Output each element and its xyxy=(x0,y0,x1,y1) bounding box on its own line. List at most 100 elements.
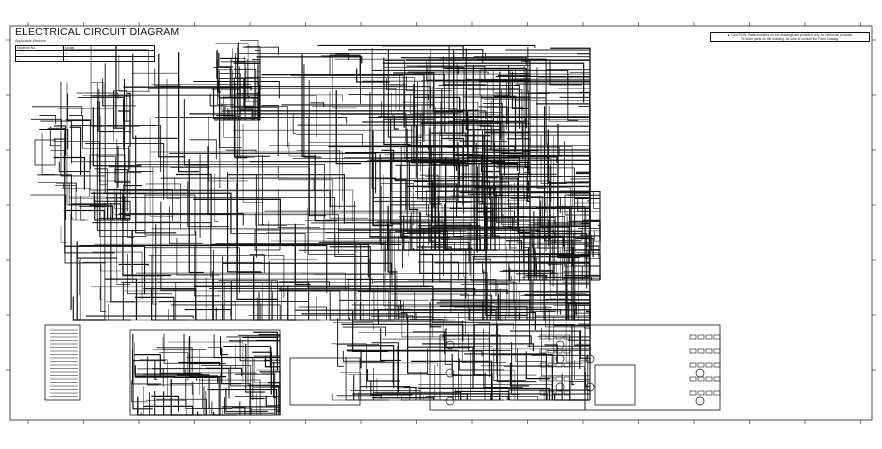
wire xyxy=(174,177,189,191)
wire xyxy=(444,114,462,134)
wire xyxy=(308,116,355,255)
wire xyxy=(85,143,165,200)
wire xyxy=(91,82,105,108)
wire xyxy=(60,226,68,243)
wire xyxy=(227,174,345,224)
wire xyxy=(92,251,143,300)
wire xyxy=(535,315,591,337)
wire xyxy=(408,161,419,211)
wire xyxy=(578,106,591,167)
wire xyxy=(307,207,350,288)
wire xyxy=(331,343,367,389)
wire xyxy=(219,73,241,99)
wire xyxy=(168,206,203,244)
wire xyxy=(339,299,402,310)
wire xyxy=(99,101,147,237)
wire xyxy=(169,383,251,415)
component-block xyxy=(89,154,126,191)
component-block xyxy=(144,194,196,236)
wire xyxy=(230,365,266,387)
wire xyxy=(384,60,406,116)
caution-line-1: CAUTION: Parts numbers on the drawings a… xyxy=(731,33,854,37)
wire xyxy=(517,197,530,243)
wire xyxy=(214,173,219,222)
connector-pin xyxy=(563,390,571,396)
wire xyxy=(99,287,103,300)
wire xyxy=(569,381,590,401)
wire xyxy=(143,288,197,320)
wire xyxy=(455,154,484,158)
wire xyxy=(445,327,470,349)
wire xyxy=(237,42,260,64)
wire xyxy=(53,125,67,156)
wire xyxy=(233,68,257,118)
wire xyxy=(301,54,315,158)
wire xyxy=(39,115,57,125)
wire xyxy=(516,135,591,145)
wire xyxy=(564,141,590,183)
wire xyxy=(205,391,220,416)
wire xyxy=(184,309,232,317)
wire xyxy=(498,65,525,124)
connector-pin xyxy=(697,390,705,396)
wire xyxy=(468,308,550,341)
wire xyxy=(329,291,378,321)
wire xyxy=(150,151,343,202)
wire xyxy=(208,288,476,295)
wire xyxy=(515,307,548,363)
wire xyxy=(221,348,242,385)
diagram-title: ELECTRICAL CIRCUIT DIAGRAM xyxy=(15,26,180,38)
wire xyxy=(525,351,551,380)
wire xyxy=(295,309,497,320)
wire xyxy=(416,209,452,251)
wire xyxy=(585,345,591,355)
wire xyxy=(235,344,240,369)
wire xyxy=(418,261,460,281)
wire xyxy=(423,228,461,250)
wire xyxy=(431,184,480,226)
wire xyxy=(381,149,395,160)
wire xyxy=(123,78,143,187)
wire xyxy=(371,397,435,400)
wire xyxy=(258,292,276,321)
wire xyxy=(409,94,459,114)
wire xyxy=(131,72,179,124)
wire xyxy=(134,342,183,374)
wire xyxy=(89,205,114,220)
wire xyxy=(342,326,387,337)
connector-pin xyxy=(555,376,563,382)
wire xyxy=(199,154,201,238)
wire xyxy=(431,132,467,148)
wire xyxy=(419,174,439,226)
wire xyxy=(329,191,356,207)
wire xyxy=(93,191,105,208)
wire xyxy=(278,289,508,295)
relay-coil xyxy=(445,396,455,406)
wire xyxy=(154,68,181,87)
wire xyxy=(94,168,108,220)
component-block xyxy=(289,357,361,406)
wire xyxy=(593,191,600,209)
wire xyxy=(121,190,332,208)
wire xyxy=(370,381,413,396)
wire xyxy=(549,218,593,244)
wire xyxy=(119,213,244,226)
wire xyxy=(593,230,600,242)
wire xyxy=(506,138,531,148)
wire xyxy=(373,391,461,400)
wire xyxy=(249,254,265,274)
wire xyxy=(176,237,220,276)
wire xyxy=(235,53,255,79)
wire xyxy=(465,91,501,131)
wire xyxy=(485,217,514,231)
wire xyxy=(264,355,280,368)
wire xyxy=(108,304,156,321)
connector-pin xyxy=(713,376,721,382)
wire xyxy=(403,387,417,400)
wire xyxy=(149,117,173,217)
wire xyxy=(503,366,585,393)
wire xyxy=(527,247,549,281)
wire xyxy=(215,43,249,102)
wire xyxy=(243,77,259,108)
